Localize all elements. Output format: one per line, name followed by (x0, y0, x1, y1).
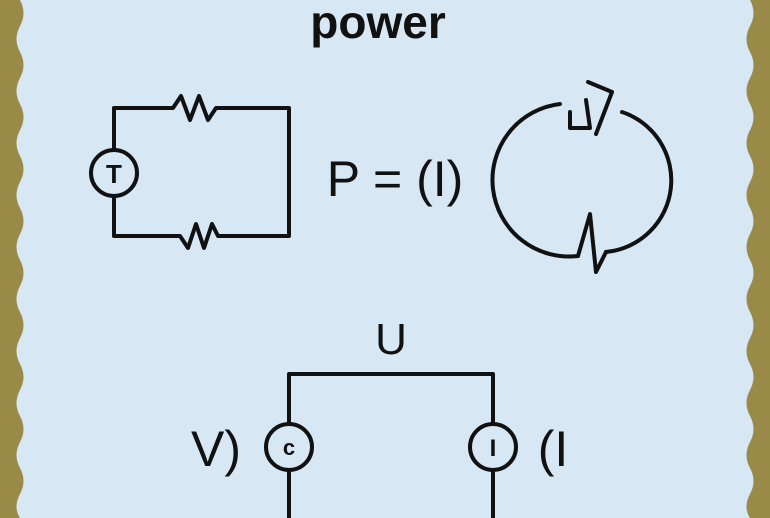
top-circuit (89, 94, 291, 250)
source-circle (89, 148, 139, 198)
left-meter-circle (264, 422, 314, 472)
right-meter-label: I (490, 435, 497, 462)
diagram-title: power (310, 0, 446, 48)
cycle-arrow-lightning-icon (490, 80, 674, 274)
power-formula: P = (I) (327, 151, 464, 207)
panel-background (16, 0, 754, 518)
left-meter-label: c (283, 435, 295, 460)
source-label: T (106, 159, 122, 189)
right-meter-circle (468, 422, 518, 472)
bottom-circuit (264, 372, 518, 518)
lightning-bolt (576, 212, 608, 274)
voltage-label-top: U (375, 315, 407, 364)
top-circuit-wire (112, 94, 291, 250)
arrow-head (568, 80, 614, 136)
left-side-label: V) (191, 421, 241, 477)
cycle-arc-right (604, 110, 674, 254)
right-side-label: (I (538, 421, 569, 477)
cycle-arc (490, 102, 580, 259)
